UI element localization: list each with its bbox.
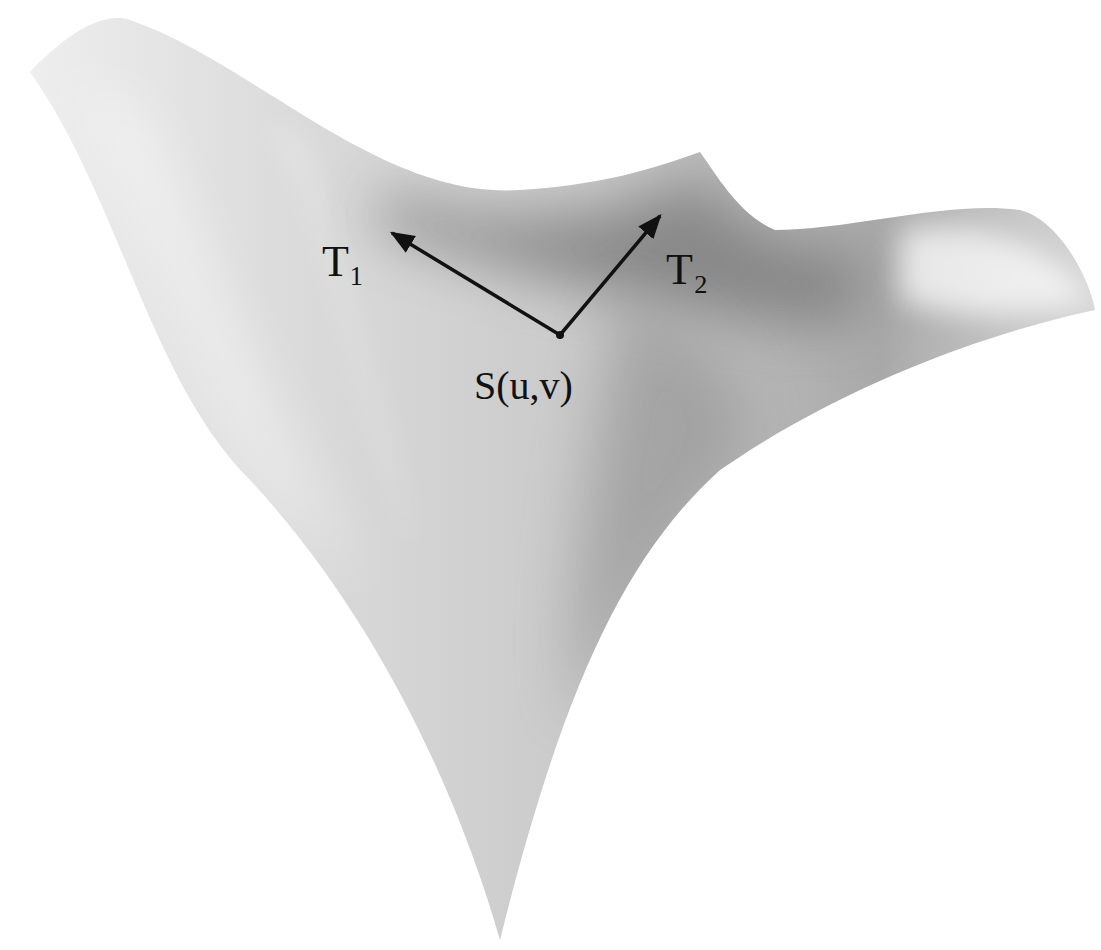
surface-point: [556, 331, 564, 339]
tangent-arrow: [560, 216, 660, 335]
vector-label: T₂: [666, 248, 708, 292]
tangent-vectors: [392, 216, 660, 339]
vector-label: T₁: [322, 240, 364, 284]
point-label: S(u,v): [474, 366, 573, 406]
tangent-arrow: [392, 233, 560, 335]
